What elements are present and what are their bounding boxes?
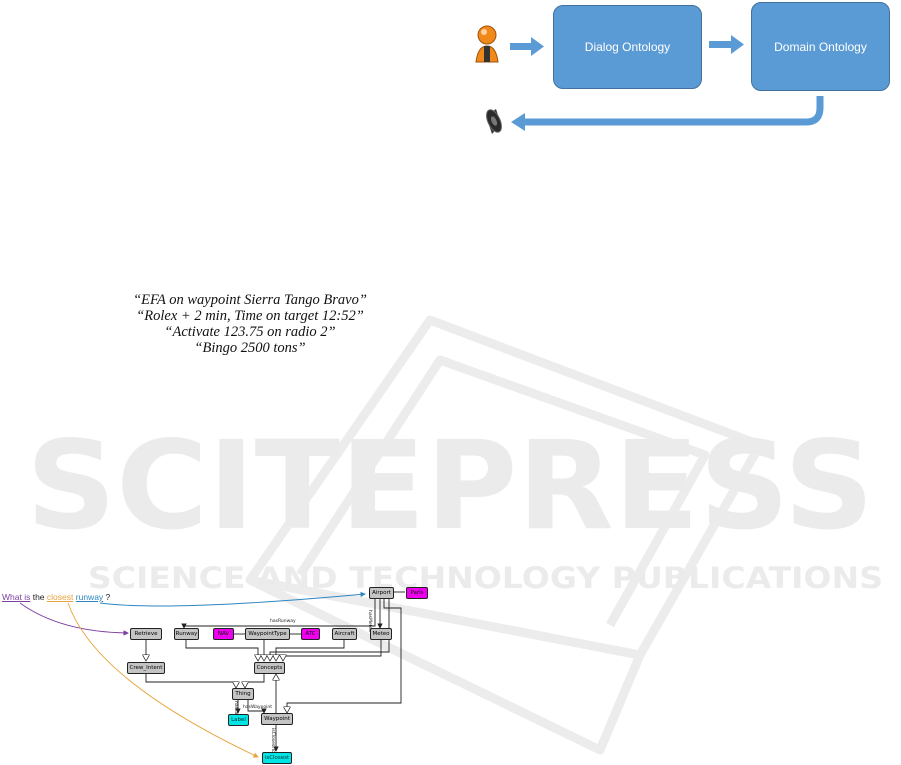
has-runway-edge bbox=[181, 598, 376, 629]
node-concepts: Concepts bbox=[254, 662, 285, 674]
node-runway: Runway bbox=[174, 628, 199, 640]
node-nav: NAV bbox=[213, 628, 234, 640]
question-mark: ? bbox=[105, 592, 111, 602]
user-person-icon bbox=[475, 25, 499, 63]
example-phrases: “EFA on waypoint Sierra Tango Bravo” “Ro… bbox=[40, 292, 460, 356]
has-waypoint-edge bbox=[247, 700, 267, 714]
domain-to-speaker-arrow bbox=[511, 96, 824, 131]
concepts-thing-edge bbox=[245, 674, 265, 688]
question-runway: runway bbox=[75, 592, 104, 602]
what-is-to-retrieve-link bbox=[19, 602, 129, 636]
phrase-2: “Rolex + 2 min, Time on target 12:52” bbox=[136, 308, 364, 324]
meteo-concepts-edge bbox=[283, 640, 382, 661]
dialog-to-domain-arrow bbox=[709, 35, 744, 54]
user-to-dialog-arrow bbox=[510, 37, 544, 56]
node-aircraft: Aircraft bbox=[332, 628, 357, 640]
node-crew-intent: Crew_Intent bbox=[127, 662, 165, 674]
phrase-1: “EFA on waypoint Sierra Tango Bravo” bbox=[133, 292, 367, 308]
closest-to-isclosest-link bbox=[67, 602, 259, 758]
has-runway-label: hasRunway bbox=[270, 619, 296, 624]
node-paris: Paris bbox=[406, 587, 428, 599]
node-retrieve: Retrieve bbox=[130, 628, 162, 640]
node-airport: Airport bbox=[369, 587, 394, 599]
watermark-title: SCITEPRESS bbox=[26, 415, 874, 557]
crewintent-thing-edge bbox=[145, 674, 236, 688]
runway-to-airport-link bbox=[99, 591, 366, 607]
speaker-icon bbox=[486, 109, 502, 134]
runway-concepts-edge bbox=[185, 640, 258, 661]
node-atc: ATC bbox=[301, 628, 320, 640]
node-waypointtype: WaypointType bbox=[245, 628, 290, 640]
is-closest-to-label: isClosestTo bbox=[270, 728, 275, 753]
watermark-subtitle: SCIENCE AND TECHNOLOGY PUBLICATIONS bbox=[88, 561, 883, 595]
node-isclosest: isClosest bbox=[262, 752, 292, 764]
node-meteo: Meteo bbox=[370, 628, 392, 640]
airport-waypoint-edge bbox=[287, 598, 402, 713]
has-waypoint-label: hasWaypoint bbox=[243, 705, 273, 710]
phrase-4: “Bingo 2500 tons” bbox=[194, 340, 306, 356]
aircraft-concepts-edge bbox=[276, 640, 345, 661]
question-sentence: What is the closest runway ? bbox=[2, 592, 110, 602]
dialog-ontology-box: Dialog Ontology bbox=[553, 5, 702, 89]
node-label: Label bbox=[228, 714, 249, 726]
watermark-logo bbox=[245, 315, 765, 755]
node-waypoint: Waypoint bbox=[261, 713, 293, 725]
airport-concepts-edge bbox=[270, 598, 390, 661]
question-the: the bbox=[32, 592, 45, 602]
phrase-3: “Activate 123.75 on radio 2” bbox=[164, 324, 336, 340]
domain-ontology-box: Domain Ontology bbox=[751, 2, 890, 91]
question-what-is: What is bbox=[2, 592, 31, 602]
question-closest: closest bbox=[46, 592, 74, 602]
node-thing: Thing bbox=[232, 688, 254, 700]
